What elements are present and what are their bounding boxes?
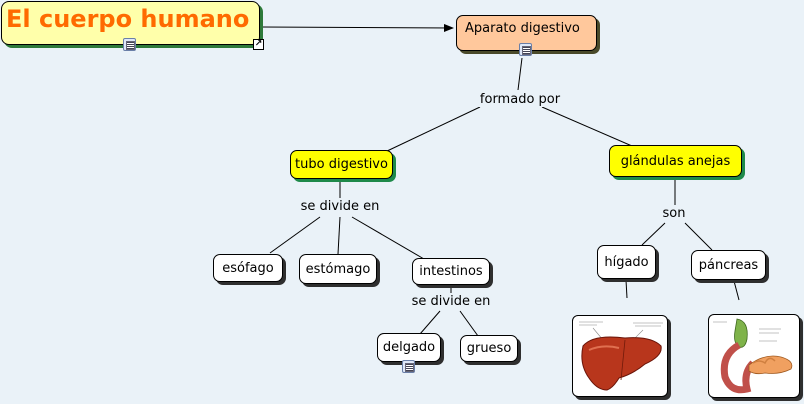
pancreas-illustration — [713, 318, 793, 394]
node-label: Aparato digestivo — [465, 21, 580, 36]
node-pancreas[interactable]: páncreas — [691, 250, 766, 280]
node-label: tubo digestivo — [295, 157, 388, 172]
node-estomago[interactable]: estómago — [299, 254, 377, 284]
node-label: páncreas — [698, 257, 759, 273]
node-intestinos[interactable]: intestinos — [412, 258, 490, 285]
node-label: intestinos — [419, 264, 483, 279]
title-text: El cuerpo humano — [6, 5, 250, 33]
node-label: grueso — [466, 341, 512, 356]
node-label: esófago — [222, 260, 274, 276]
node-label: glándulas anejas — [620, 153, 731, 169]
link-se-divide-en: se divide en — [409, 294, 493, 309]
document-icon[interactable] — [402, 360, 415, 373]
liver-illustration — [579, 321, 663, 391]
pancreas-image[interactable] — [708, 314, 800, 398]
title-node[interactable]: El cuerpo humano — [1, 1, 260, 45]
node-label: hígado — [604, 254, 649, 270]
document-icon[interactable] — [123, 38, 136, 51]
node-grueso[interactable]: grueso — [460, 335, 518, 362]
link-son: son — [660, 206, 688, 221]
link-formado-por: formado por — [477, 92, 563, 107]
link-se-divide-en: se divide en — [298, 199, 382, 214]
title-arrow-line — [261, 23, 454, 32]
node-glandulas-anejas[interactable]: glándulas anejas — [609, 145, 742, 177]
node-label: estómago — [305, 261, 371, 277]
node-tubo-digestivo[interactable]: tubo digestivo — [290, 150, 393, 179]
node-higado[interactable]: hígado — [597, 245, 656, 279]
node-label: delgado — [382, 340, 436, 355]
shortcut-arrow-icon[interactable]: ↗ — [253, 39, 264, 50]
liver-image[interactable] — [572, 315, 668, 397]
node-delgado[interactable]: delgado — [377, 333, 441, 362]
document-icon[interactable] — [519, 43, 532, 56]
node-esofago[interactable]: esófago — [213, 254, 283, 282]
